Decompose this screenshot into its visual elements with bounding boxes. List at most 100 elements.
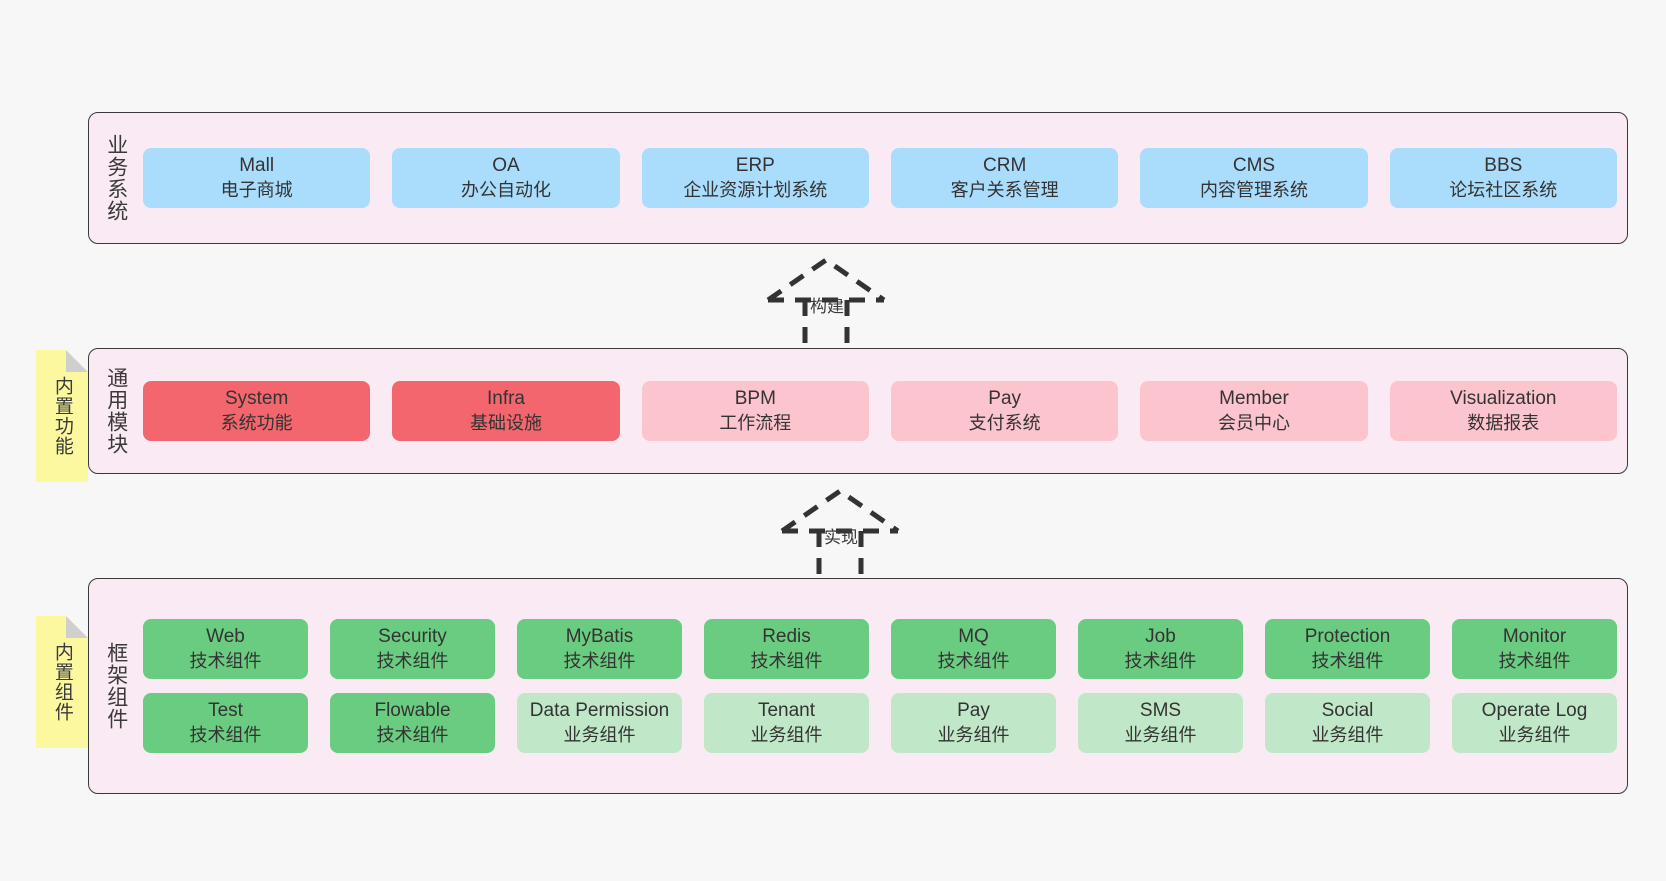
card-subtitle: 业务组件 (750, 724, 823, 745)
card-title: Security (378, 625, 447, 647)
generalization-arrow-icon (766, 256, 886, 348)
connector-implement-label: 实现 (824, 528, 858, 547)
card-subtitle: 企业资源计划系统 (683, 179, 828, 200)
card-member[interactable]: Member 会员中心 (1140, 380, 1368, 442)
card-subtitle: 技术组件 (189, 650, 262, 671)
card-title: Mall (239, 154, 275, 176)
card-data-permission[interactable]: Data Permission 业务组件 (517, 693, 682, 754)
card-subtitle: 工作流程 (719, 412, 792, 433)
card-title: CRM (983, 154, 1027, 176)
card-tenant[interactable]: Tenant 业务组件 (704, 693, 869, 754)
card-subtitle: 业务组件 (1124, 724, 1197, 745)
card-title: Social (1321, 700, 1374, 721)
layer-business-system[interactable]: 业务系统 Mall 电子商城 OA 办公自动化 ERP 企业资源计划系统 CRM… (88, 112, 1628, 244)
card-title: CMS (1232, 154, 1276, 176)
note-fold-icon (66, 616, 88, 638)
card-row: System 系统功能 Infra 基础设施 BPM 工作流程 Pay 支付系统… (143, 380, 1617, 442)
card-subtitle: 技术组件 (937, 650, 1010, 671)
card-title: System (224, 387, 289, 409)
card-subtitle: 业务组件 (1311, 724, 1384, 745)
card-subtitle: 会员中心 (1217, 412, 1290, 433)
card-redis[interactable]: Redis 技术组件 (704, 618, 869, 679)
layer-framework-component[interactable]: 框架组件 Web 技术组件 Security 技术组件 MyBatis 技术组件… (88, 578, 1628, 794)
card-title: Pay (988, 387, 1022, 409)
card-oa[interactable]: OA 办公自动化 (392, 147, 620, 209)
card-row-tech: Web 技术组件 Security 技术组件 MyBatis 技术组件 Redi… (143, 618, 1617, 679)
card-sms[interactable]: SMS 业务组件 (1078, 693, 1243, 754)
card-title: BPM (734, 387, 776, 409)
card-test[interactable]: Test 技术组件 (143, 693, 308, 754)
card-flowable[interactable]: Flowable 技术组件 (330, 693, 495, 754)
card-visualization[interactable]: Visualization 数据报表 (1389, 380, 1617, 442)
card-row: Mall 电子商城 OA 办公自动化 ERP 企业资源计划系统 CRM 客户关系… (143, 147, 1617, 209)
card-subtitle: 数据报表 (1467, 412, 1540, 433)
card-web[interactable]: Web 技术组件 (143, 618, 308, 679)
connector-build: 构建 (752, 256, 912, 348)
card-subtitle: 论坛社区系统 (1449, 179, 1558, 200)
card-system[interactable]: System 系统功能 (143, 380, 371, 442)
card-title: Data Permission (529, 700, 670, 721)
card-mall[interactable]: Mall 电子商城 (143, 147, 371, 209)
card-subtitle: 技术组件 (376, 650, 449, 671)
card-subtitle: 客户关系管理 (950, 179, 1059, 200)
note-label: 内置功能 (51, 376, 73, 456)
card-subtitle: 技术组件 (563, 650, 636, 671)
card-title: Protection (1304, 625, 1391, 647)
card-bbs[interactable]: BBS 论坛社区系统 (1389, 147, 1617, 209)
card-title: Pay (957, 700, 990, 721)
card-subtitle: 技术组件 (750, 650, 823, 671)
note-fold-icon (66, 350, 88, 372)
card-title: MyBatis (565, 625, 634, 647)
card-title: Monitor (1502, 625, 1567, 647)
card-title: SMS (1139, 700, 1182, 721)
card-title: Flowable (374, 700, 451, 721)
connector-build-label: 构建 (810, 297, 844, 316)
card-title: Infra (486, 387, 525, 409)
layer-body-business-system: Mall 电子商城 OA 办公自动化 ERP 企业资源计划系统 CRM 客户关系… (143, 113, 1627, 243)
card-subtitle: 系统功能 (220, 412, 293, 433)
note-builtin-function[interactable]: 内置功能 (36, 350, 88, 482)
layer-title-framework-component: 框架组件 (104, 642, 128, 730)
card-monitor[interactable]: Monitor 技术组件 (1452, 618, 1617, 679)
note-builtin-component[interactable]: 内置组件 (36, 616, 88, 748)
card-subtitle: 技术组件 (1498, 650, 1571, 671)
card-erp[interactable]: ERP 企业资源计划系统 (641, 147, 869, 209)
card-subtitle: 技术组件 (1124, 650, 1197, 671)
card-subtitle: 办公自动化 (460, 179, 551, 200)
card-operate-log[interactable]: Operate Log 业务组件 (1452, 693, 1617, 754)
card-bpm[interactable]: BPM 工作流程 (641, 380, 869, 442)
card-title: Web (206, 625, 245, 647)
card-subtitle: 内容管理系统 (1199, 179, 1308, 200)
card-infra[interactable]: Infra 基础设施 (392, 380, 620, 442)
card-job[interactable]: Job 技术组件 (1078, 618, 1243, 679)
card-mybatis[interactable]: MyBatis 技术组件 (517, 618, 682, 679)
card-cms[interactable]: CMS 内容管理系统 (1140, 147, 1368, 209)
layer-body-framework-component: Web 技术组件 Security 技术组件 MyBatis 技术组件 Redi… (143, 579, 1627, 793)
layer-common-module[interactable]: 通用模块 System 系统功能 Infra 基础设施 BPM 工作流程 Pay… (88, 348, 1628, 474)
layer-title-business-system: 业务系统 (104, 134, 128, 222)
card-subtitle: 业务组件 (937, 724, 1010, 745)
card-crm[interactable]: CRM 客户关系管理 (890, 147, 1119, 209)
card-protection[interactable]: Protection 技术组件 (1265, 618, 1430, 679)
card-mq[interactable]: MQ 技术组件 (891, 618, 1056, 679)
card-title: OA (492, 154, 520, 176)
card-subtitle: 电子商城 (220, 179, 293, 200)
card-subtitle: 支付系统 (968, 412, 1041, 433)
card-title: Job (1145, 625, 1176, 647)
layer-body-common-module: System 系统功能 Infra 基础设施 BPM 工作流程 Pay 支付系统… (143, 349, 1627, 473)
card-security[interactable]: Security 技术组件 (330, 618, 495, 679)
card-title: ERP (735, 154, 775, 176)
card-subtitle: 技术组件 (1311, 650, 1384, 671)
card-subtitle: 业务组件 (1498, 724, 1571, 745)
card-subtitle: 业务组件 (563, 724, 636, 745)
card-title: Tenant (757, 700, 816, 721)
card-social[interactable]: Social 业务组件 (1265, 693, 1430, 754)
card-title: Test (208, 700, 243, 721)
card-pay-business[interactable]: Pay 业务组件 (891, 693, 1056, 754)
card-subtitle: 技术组件 (376, 724, 449, 745)
card-pay[interactable]: Pay 支付系统 (890, 380, 1119, 442)
card-title: Operate Log (1481, 700, 1588, 721)
note-label: 内置组件 (51, 642, 73, 722)
card-title: Redis (762, 625, 811, 647)
card-title: Visualization (1450, 387, 1557, 409)
